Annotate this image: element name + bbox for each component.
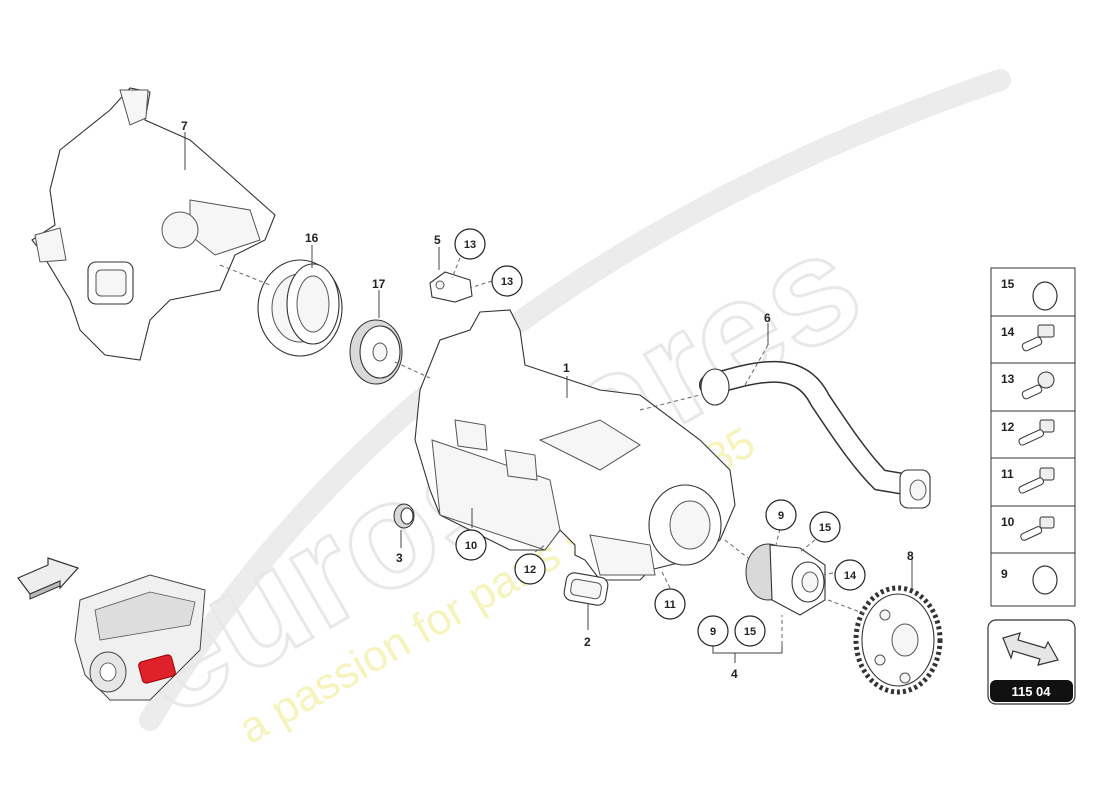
part-16-ring — [257, 259, 343, 357]
part-8-sprocket — [853, 585, 943, 695]
callout-6: 6 — [764, 311, 771, 325]
svg-text:12: 12 — [1001, 420, 1015, 434]
engine-thumbnail — [74, 574, 206, 701]
svg-text:15: 15 — [819, 522, 831, 534]
svg-text:15: 15 — [744, 626, 756, 638]
part-3-plug — [393, 503, 415, 529]
svg-text:11: 11 — [1001, 467, 1014, 481]
callout-8: 8 — [907, 549, 914, 563]
svg-text:10: 10 — [1001, 515, 1015, 529]
part-1-oil-pump — [414, 309, 736, 581]
part-17-gear — [349, 319, 403, 385]
legend-item-13: 13 — [1001, 371, 1055, 400]
svg-text:12: 12 — [524, 564, 536, 576]
svg-text:11: 11 — [664, 599, 676, 611]
highlighted-oil-pump — [138, 654, 176, 684]
part-7-housing — [31, 87, 276, 361]
short-bolt-icon — [1020, 516, 1055, 541]
page-nav-box[interactable]: 115 04 — [987, 619, 1076, 705]
circled-13-right: 13 — [491, 265, 523, 297]
svg-text:13: 13 — [1001, 372, 1015, 386]
svg-text:9: 9 — [710, 626, 716, 638]
svg-text:9: 9 — [778, 510, 784, 522]
circled-12: 12 — [514, 553, 546, 585]
callout-5: 5 — [434, 233, 441, 247]
callout-2: 2 — [584, 635, 591, 649]
circled-11: 11 — [654, 588, 686, 620]
svg-text:9: 9 — [1001, 567, 1008, 581]
svg-text:10: 10 — [465, 540, 477, 552]
legend-item-10: 10 — [1001, 515, 1055, 541]
o-ring-icon — [1032, 565, 1058, 595]
callout-numbers: 1 2 3 4 5 6 7 8 16 17 — [181, 119, 914, 681]
callout-3: 3 — [396, 551, 403, 565]
circled-15-lower: 15 — [734, 615, 766, 647]
callout-1: 1 — [563, 361, 570, 375]
navigation-arrow-icon — [1002, 632, 1059, 666]
callout-7: 7 — [181, 119, 188, 133]
direction-arrow-icon — [17, 557, 80, 600]
svg-text:13: 13 — [501, 276, 513, 288]
callout-17: 17 — [372, 277, 386, 291]
legend-panel: 15 14 13 12 11 — [990, 267, 1076, 607]
circled-15-upper: 15 — [809, 511, 841, 543]
legend-item-11: 11 — [1001, 467, 1055, 494]
round-head-bolt-icon — [1021, 371, 1055, 400]
legend-item-12: 12 — [1001, 419, 1055, 446]
circled-10: 10 — [455, 529, 487, 561]
hex-bolt-icon — [1018, 419, 1055, 446]
flange-bolt-icon — [1021, 324, 1055, 352]
legend-item-15: 15 — [1001, 277, 1058, 311]
legend-item-14: 14 — [1001, 324, 1055, 352]
circled-14: 14 — [834, 559, 866, 591]
callout-16: 16 — [305, 231, 319, 245]
callout-4: 4 — [731, 667, 738, 681]
part-2-gasket — [563, 572, 609, 606]
svg-text:14: 14 — [844, 570, 857, 582]
o-ring-icon — [1032, 281, 1058, 311]
svg-text:13: 13 — [464, 239, 476, 251]
part-5-bracket — [429, 271, 473, 303]
page-number-label: 115 04 — [1011, 684, 1051, 699]
svg-text:14: 14 — [1001, 325, 1015, 339]
part-6-pipe — [699, 360, 931, 509]
svg-text:15: 15 — [1001, 277, 1015, 291]
circled-13-top: 13 — [454, 228, 486, 260]
circled-9-upper: 9 — [765, 499, 797, 531]
circled-9-lower: 9 — [697, 615, 729, 647]
part-4-cartridge — [745, 543, 826, 616]
circled-callouts: 13 13 10 12 11 9 15 14 — [454, 228, 866, 647]
leader-lines — [184, 132, 913, 663]
legend-item-9: 9 — [1001, 565, 1058, 595]
splined-bolt-icon — [1018, 467, 1055, 494]
